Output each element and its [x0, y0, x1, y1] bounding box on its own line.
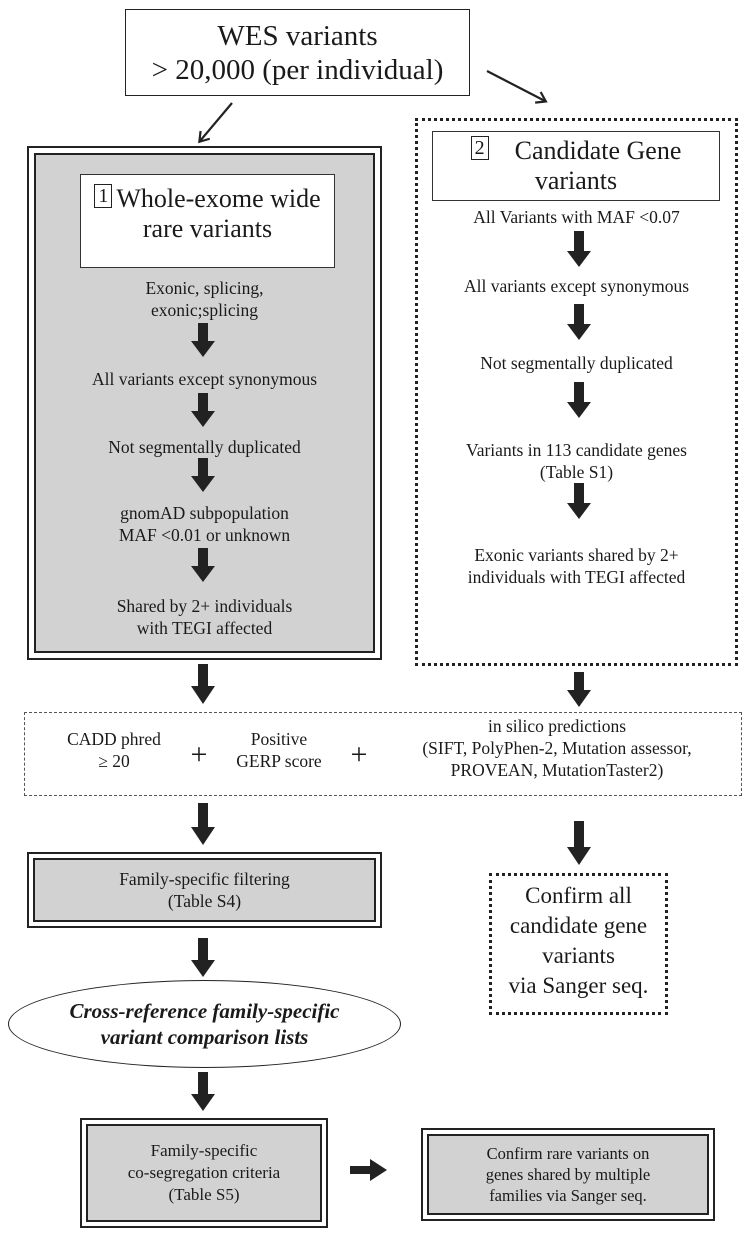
confirm-rare-box: Confirm rare variants on genes shared by…	[421, 1128, 715, 1221]
confirm-rare-inner: Confirm rare variants on genes shared by…	[427, 1134, 709, 1215]
left-step-gnomad: gnomAD subpopulation MAF <0.01 or unknow…	[36, 502, 373, 546]
candidate-gene-title-line1: Candidate Gene	[514, 136, 682, 165]
cadd-filter-line1: CADD phred	[67, 729, 161, 749]
arrow-filters-to-family	[191, 803, 215, 845]
left-step-nonsynonymous: All variants except synonymous	[36, 368, 373, 390]
arrow-oval-to-coseg	[191, 1072, 215, 1111]
confirm-rare-line2: genes shared by multiple	[485, 1165, 651, 1184]
left-step-segdup-line1: Not segmentally duplicated	[108, 437, 301, 457]
plus-sign-2: +	[350, 738, 368, 771]
right-step-maf-line1: All Variants with MAF <0.07	[473, 207, 680, 227]
arrow-coseg-to-confirm	[350, 1159, 387, 1181]
wes-variants-box: WES variants > 20,000 (per individual)	[125, 9, 470, 96]
insilico-filter-line2: (SIFT, PolyPhen-2, Mutation assessor,	[422, 738, 692, 758]
arrow-left-1	[191, 323, 215, 357]
confirm-candidate-line1: Confirm all	[525, 883, 632, 908]
insilico-filter: in silico predictions (SIFT, PolyPhen-2,…	[374, 715, 740, 781]
whole-exome-title-line1: Whole-exome wide	[116, 184, 321, 213]
cadd-filter: CADD phred ≥ 20	[44, 728, 184, 772]
candidate-gene-title: 2 Candidate Gene variants	[432, 131, 720, 201]
arrow-left-to-filters	[191, 664, 215, 704]
arrow-right-3	[567, 382, 591, 418]
right-step-nonsynonymous: All variants except synonymous	[418, 275, 735, 297]
right-step-candidate-genes: Variants in 113 candidate genes (Table S…	[418, 439, 735, 483]
cross-reference-line2: variant comparison lists	[100, 1025, 309, 1049]
left-step-exonic-line1: Exonic, splicing,	[145, 278, 264, 298]
panel-number-2: 2	[470, 136, 489, 160]
right-step-segdup: Not segmentally duplicated	[418, 352, 735, 374]
right-step-exonic-shared: Exonic variants shared by 2+ individuals…	[418, 544, 735, 588]
arrow-top-to-left	[198, 102, 233, 144]
cosegregation-line1: Family-specific	[150, 1141, 258, 1160]
panel-number-1: 1	[94, 184, 113, 208]
confirm-rare-line1: Confirm rare variants on	[486, 1144, 650, 1163]
insilico-filter-line3: PROVEAN, MutationTaster2)	[450, 760, 664, 780]
arrow-right-to-filters	[567, 672, 591, 707]
confirm-rare-line3: families via Sanger seq.	[489, 1186, 647, 1205]
left-step-exonic: Exonic, splicing, exonic;splicing	[36, 277, 373, 321]
cosegregation-box: Family-specific co-segregation criteria …	[80, 1118, 328, 1228]
arrow-left-3	[191, 458, 215, 492]
right-step-exonic-shared-line2: individuals with TEGI affected	[467, 567, 686, 587]
arrow-filters-to-confirm	[567, 821, 591, 865]
left-step-segdup: Not segmentally duplicated	[36, 436, 373, 458]
cross-reference-oval: Cross-reference family-specific variant …	[8, 980, 401, 1068]
cosegregation-line2: co-segregation criteria	[127, 1163, 281, 1182]
left-step-shared-line1: Shared by 2+ individuals	[116, 596, 293, 616]
cosegregation-line3: (Table S5)	[168, 1185, 240, 1204]
left-step-shared-line2: with TEGI affected	[136, 618, 273, 638]
right-step-exonic-shared-line1: Exonic variants shared by 2+	[474, 545, 679, 565]
arrow-right-1	[567, 231, 591, 267]
cosegregation-inner: Family-specific co-segregation criteria …	[86, 1124, 322, 1222]
left-step-gnomad-line1: gnomAD subpopulation	[120, 503, 289, 523]
bold-arrows	[191, 231, 591, 1181]
right-step-maf: All Variants with MAF <0.07	[418, 206, 735, 228]
arrow-top-to-right	[486, 70, 548, 104]
gerp-filter-line2: GERP score	[236, 751, 322, 771]
family-filtering-box: Family-specific filtering (Table S4)	[27, 852, 382, 928]
confirm-candidate-line4: via Sanger seq.	[508, 973, 649, 998]
plus-sign-1: +	[190, 738, 208, 771]
whole-exome-title-line2: rare variants	[142, 214, 273, 243]
arrow-family-to-oval	[191, 938, 215, 977]
insilico-filter-line1: in silico predictions	[487, 716, 627, 736]
wes-variants-line1: WES variants	[217, 19, 378, 52]
family-filtering-inner: Family-specific filtering (Table S4)	[33, 858, 376, 922]
confirm-candidate-box: Confirm all candidate gene variants via …	[489, 873, 668, 1015]
right-step-candidate-genes-line2: (Table S1)	[539, 462, 614, 482]
gerp-filter-line1: Positive	[250, 729, 308, 749]
right-step-nonsynonymous-line1: All variants except synonymous	[463, 276, 690, 296]
confirm-candidate-line3: variants	[542, 943, 615, 968]
candidate-gene-panel: 2 Candidate Gene variants All Variants wi…	[415, 118, 738, 666]
gerp-filter: Positive GERP score	[214, 728, 344, 772]
left-step-gnomad-line2: MAF <0.01 or unknown	[118, 525, 291, 545]
cadd-filter-line2: ≥ 20	[98, 751, 130, 771]
arrow-right-4	[567, 483, 591, 519]
arrow-left-4	[191, 548, 215, 582]
prediction-filter-box	[24, 712, 742, 796]
family-filtering-line1: Family-specific filtering	[119, 869, 290, 889]
right-step-candidate-genes-line1: Variants in 113 candidate genes	[466, 440, 687, 460]
wes-variants-line2: > 20,000 (per individual)	[151, 53, 444, 86]
arrow-left-2	[191, 393, 215, 427]
confirm-candidate-line2: candidate gene	[509, 913, 648, 938]
arrow-right-2	[567, 304, 591, 340]
candidate-gene-title-line2: variants	[534, 166, 618, 195]
cross-reference-line1: Cross-reference family-specific	[69, 999, 340, 1023]
left-step-exonic-line2: exonic;splicing	[151, 300, 258, 320]
left-step-shared: Shared by 2+ individuals with TEGI affec…	[36, 595, 373, 639]
family-filtering-line2: (Table S4)	[167, 891, 242, 911]
right-step-segdup-line1: Not segmentally duplicated	[480, 353, 673, 373]
left-step-nonsynonymous-line1: All variants except synonymous	[91, 369, 318, 389]
